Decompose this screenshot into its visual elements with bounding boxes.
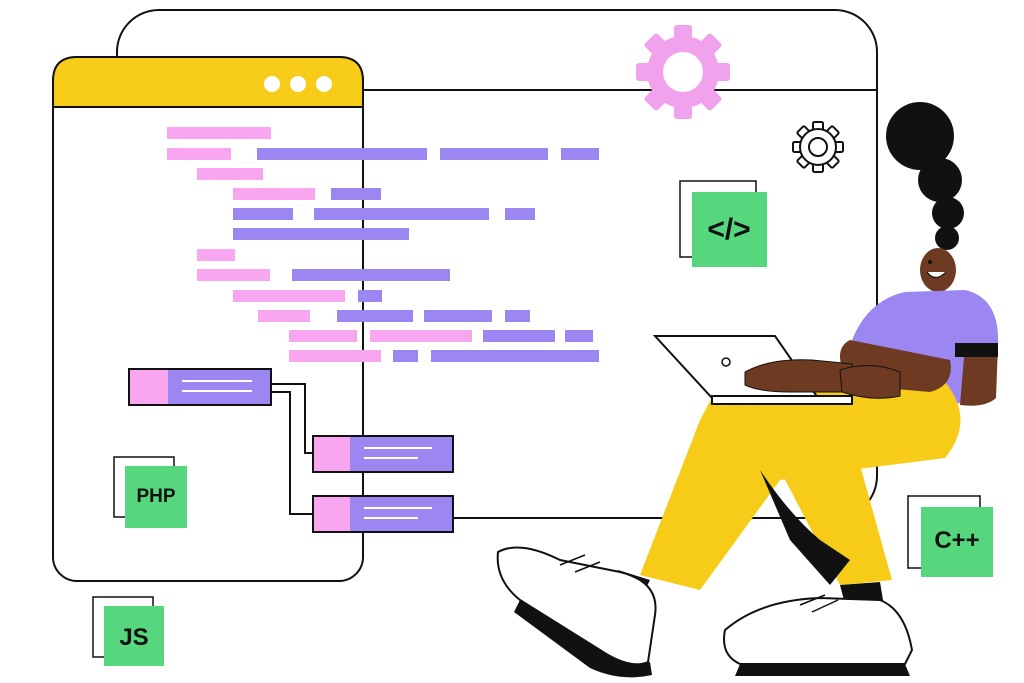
developer-figure [496,102,999,678]
flow-block-b [312,495,454,533]
cog-outline-icon [792,121,844,173]
svg-text:JS: JS [119,624,148,651]
php-badge: PHP [113,456,187,528]
cpp-badge: C++ [907,495,993,577]
code-tag-icon: </> [707,213,750,246]
flow-block-main [128,368,272,406]
svg-text:PHP: PHP [136,486,175,507]
flow-block-a [312,435,454,473]
window-dots-icon [264,76,332,92]
code-tag-badge: </> [679,180,767,267]
js-badge: JS [92,596,164,666]
flow-connectors [270,383,314,515]
hair [886,102,964,250]
code-lines [167,127,599,362]
gear-icon [636,25,730,119]
svg-text:C++: C++ [934,527,979,554]
